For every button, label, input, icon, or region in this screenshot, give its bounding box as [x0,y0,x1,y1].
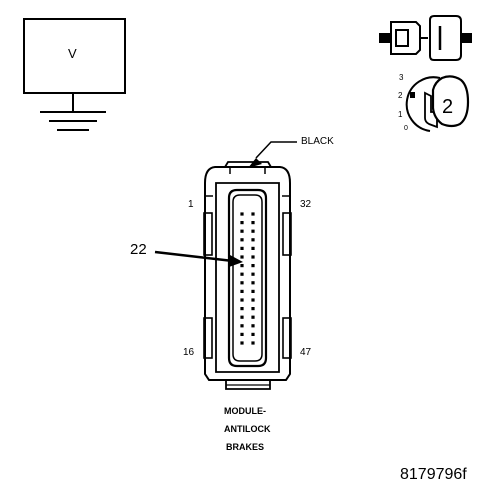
connector-name-line-2: ANTILOCK [224,424,271,434]
pin-hole [251,212,255,216]
key-position-1: 1 [398,110,403,119]
pin-hole [240,324,244,328]
connector-name-line-3: BRAKES [226,442,265,452]
pin-hole [251,289,255,293]
pin-hole [240,221,244,225]
pin-hole [251,272,255,276]
pin-hole [251,264,255,268]
pin-hole [251,307,255,311]
pin-hole [240,281,244,285]
connector-pins [240,212,255,345]
pin-hole [240,307,244,311]
key-position-3: 3 [399,73,404,82]
pin-hole [251,315,255,319]
pin-hole [240,298,244,302]
pin-hole [240,212,244,216]
pin-hole [251,238,255,242]
pin-22-callout-arrow [154,250,243,267]
connector-plug-icon [379,15,472,61]
pin-hole [240,229,244,233]
pin-hole [240,289,244,293]
pin-hole [240,332,244,336]
voltmeter-box [23,18,126,94]
connector-name-line-1: MODULE- [224,406,266,416]
black-leader [248,141,297,168]
callout-pin-number: 22 [130,241,147,258]
pin-hole [251,246,255,250]
pin-label-47: 47 [300,347,312,358]
figure-id: 8179796f [400,466,467,483]
key-position-0: 0 [404,125,408,132]
pin-hole [240,341,244,345]
pin-hole [240,315,244,319]
connector-body [203,161,292,390]
pin-hole [240,264,244,268]
voltmeter-label: V [68,46,77,61]
key-position-2: 2 [398,91,403,100]
pin-label-32: 32 [300,199,312,210]
key-number: 2 [442,96,454,118]
key-switch-icon [405,75,470,132]
pin-hole [240,255,244,259]
pin-hole [251,341,255,345]
pin-hole [251,324,255,328]
pin-hole [251,332,255,336]
pin-hole [240,238,244,242]
pin-hole [240,246,244,250]
connector-color-label: BLACK [301,136,334,147]
pin-hole [251,298,255,302]
pin-hole [240,272,244,276]
pin-hole [251,221,255,225]
pin-label-16: 16 [183,347,195,358]
voltmeter-symbol [23,18,126,131]
pin-hole [251,255,255,259]
pin-hole [251,281,255,285]
pin-label-1: 1 [188,199,194,210]
pin-hole [251,229,255,233]
